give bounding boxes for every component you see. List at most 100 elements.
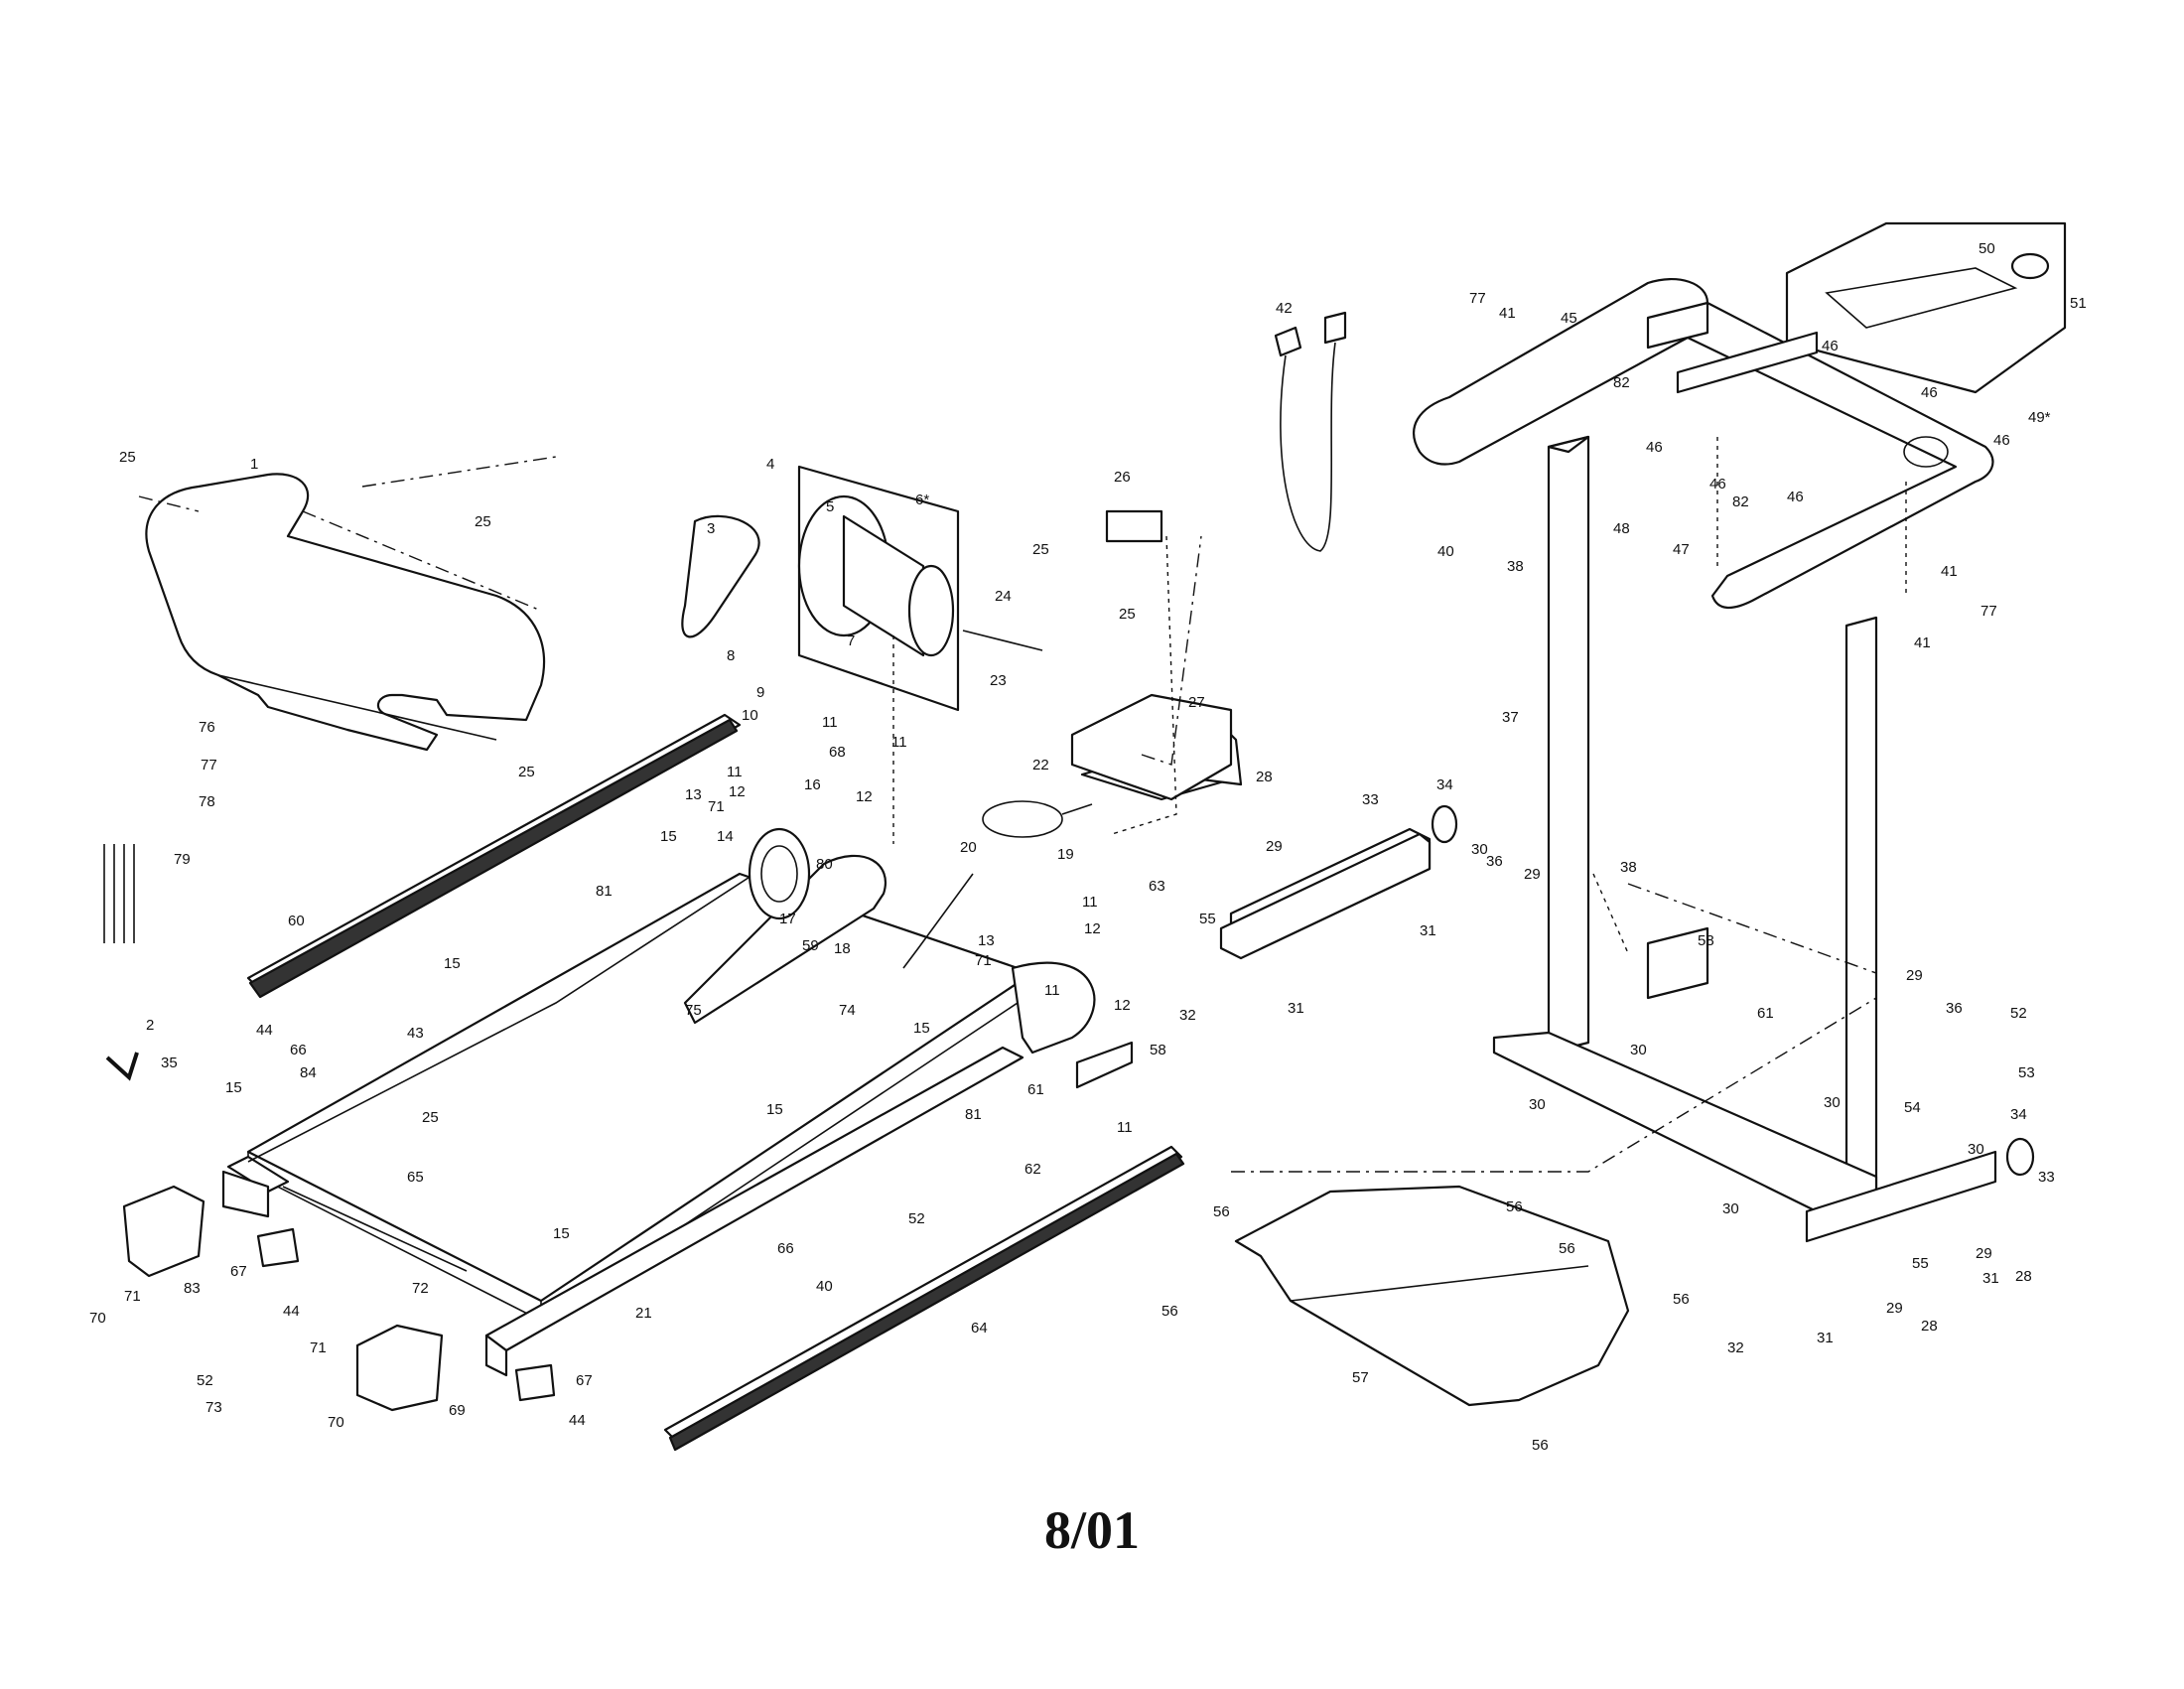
- callout-69: 69: [449, 1402, 466, 1419]
- callout-25f: 25: [422, 1109, 439, 1126]
- callout-29d: 29: [1976, 1245, 1992, 1262]
- safety-key: [1274, 311, 1347, 552]
- callout-14: 14: [717, 828, 734, 845]
- callout-82a: 82: [1613, 374, 1630, 391]
- callout-79: 79: [174, 851, 191, 868]
- callout-66a: 66: [290, 1042, 307, 1058]
- callout-57: 57: [1352, 1369, 1369, 1386]
- callout-56f: 56: [1532, 1437, 1549, 1454]
- callout-31a: 31: [1420, 922, 1436, 939]
- callout-44b: 44: [283, 1303, 300, 1320]
- callout-83: 83: [184, 1280, 201, 1297]
- callout-46d: 46: [1646, 439, 1663, 456]
- callout-12a: 12: [729, 783, 746, 800]
- callout-11f: 11: [1117, 1119, 1133, 1136]
- callout-56c: 56: [1559, 1240, 1575, 1257]
- callout-20: 20: [960, 839, 977, 856]
- callout-82b: 82: [1732, 493, 1749, 510]
- handrail-console-frame: [1413, 278, 1994, 609]
- callout-56a: 56: [1213, 1203, 1230, 1220]
- callout-34b: 34: [2010, 1106, 2027, 1123]
- callout-23: 23: [990, 672, 1007, 689]
- callout-52c: 52: [2010, 1005, 2027, 1022]
- callout-28b: 28: [2015, 1268, 2032, 1285]
- callout-65: 65: [407, 1169, 424, 1186]
- callout-75: 75: [685, 1002, 702, 1019]
- callout-40a: 40: [1437, 543, 1454, 560]
- callout-1: 1: [250, 456, 258, 473]
- callout-58b: 58: [1698, 932, 1714, 949]
- callout-53: 53: [2018, 1064, 2035, 1081]
- callout-13a: 13: [685, 786, 702, 803]
- callout-74: 74: [839, 1002, 856, 1019]
- callout-30b: 30: [1630, 1042, 1647, 1058]
- callout-10: 10: [742, 707, 758, 724]
- callout-44a: 44: [256, 1022, 273, 1039]
- callout-30e: 30: [1968, 1141, 1984, 1158]
- callout-52a: 52: [908, 1210, 925, 1227]
- callout-12d: 12: [1114, 997, 1131, 1014]
- motor-hood-pan: [1234, 1185, 1630, 1407]
- callout-17: 17: [779, 911, 796, 927]
- callout-41b: 41: [1941, 563, 1958, 580]
- callout-46b: 46: [1921, 384, 1938, 401]
- callout-43: 43: [407, 1025, 424, 1042]
- callout-11b: 11: [727, 764, 743, 780]
- callout-49: 49*: [2028, 409, 2051, 426]
- deck-frame: [221, 854, 1096, 1377]
- callout-67a: 67: [230, 1263, 247, 1280]
- leader-lines: [138, 437, 1907, 1173]
- bracket-58-right: [1646, 926, 1709, 1000]
- wheel-34-left: [1431, 804, 1458, 844]
- cushion-67-left: [256, 1227, 300, 1268]
- callout-36b: 36: [1946, 1000, 1963, 1017]
- callout-16: 16: [804, 776, 821, 793]
- callout-15d: 15: [225, 1079, 242, 1096]
- callout-32b: 32: [1727, 1339, 1744, 1356]
- callout-15e: 15: [766, 1101, 783, 1118]
- callout-32a: 32: [1179, 1007, 1196, 1024]
- callout-4: 4: [766, 456, 774, 473]
- callout-47: 47: [1673, 541, 1690, 558]
- callout-73: 73: [205, 1399, 222, 1416]
- callout-31b: 31: [1288, 1000, 1304, 1017]
- callout-25d: 25: [1032, 541, 1049, 558]
- callout-50: 50: [1979, 240, 1995, 257]
- endcap-69: [355, 1324, 444, 1412]
- callout-29e: 29: [1886, 1300, 1903, 1317]
- controller-bracket: [1070, 509, 1243, 801]
- callout-60: 60: [288, 913, 305, 929]
- callout-81a: 81: [596, 883, 613, 900]
- callout-labels: 1 2 3 4 5 6* 7 8 9 10 11 11 11 11 11 11 …: [89, 240, 2087, 1454]
- callout-15c: 15: [913, 1020, 930, 1037]
- cushion-67-right: [514, 1363, 556, 1402]
- bracket-58-left: [1075, 1041, 1134, 1089]
- callout-37: 37: [1502, 709, 1519, 726]
- callout-71c: 71: [124, 1288, 141, 1305]
- callout-51: 51: [2070, 295, 2087, 312]
- callout-56d: 56: [1673, 1291, 1690, 1308]
- callout-9: 9: [756, 684, 764, 701]
- callout-28a: 28: [1256, 769, 1273, 785]
- callout-70b: 70: [328, 1414, 344, 1431]
- allen-wrench-35: [105, 1052, 139, 1081]
- callout-67b: 67: [576, 1372, 593, 1389]
- callout-81b: 81: [965, 1106, 982, 1123]
- callout-3: 3: [707, 520, 715, 537]
- callout-46c: 46: [1993, 432, 2010, 449]
- callout-7: 7: [847, 633, 855, 649]
- callout-66b: 66: [777, 1240, 794, 1257]
- callout-11d: 11: [1082, 894, 1098, 911]
- console-panel: [1676, 221, 2067, 394]
- callout-5: 5: [826, 498, 834, 515]
- callout-25b: 25: [475, 513, 491, 530]
- power-cord: [902, 800, 1093, 969]
- callout-36a: 36: [1486, 853, 1503, 870]
- front-roller: [748, 827, 811, 920]
- callout-31c: 31: [1982, 1270, 1999, 1287]
- callout-80: 80: [816, 856, 833, 873]
- callout-56b: 56: [1506, 1198, 1523, 1215]
- callout-41a: 41: [1499, 305, 1516, 322]
- callout-33a: 33: [1362, 791, 1379, 808]
- callout-25e: 25: [1119, 606, 1136, 623]
